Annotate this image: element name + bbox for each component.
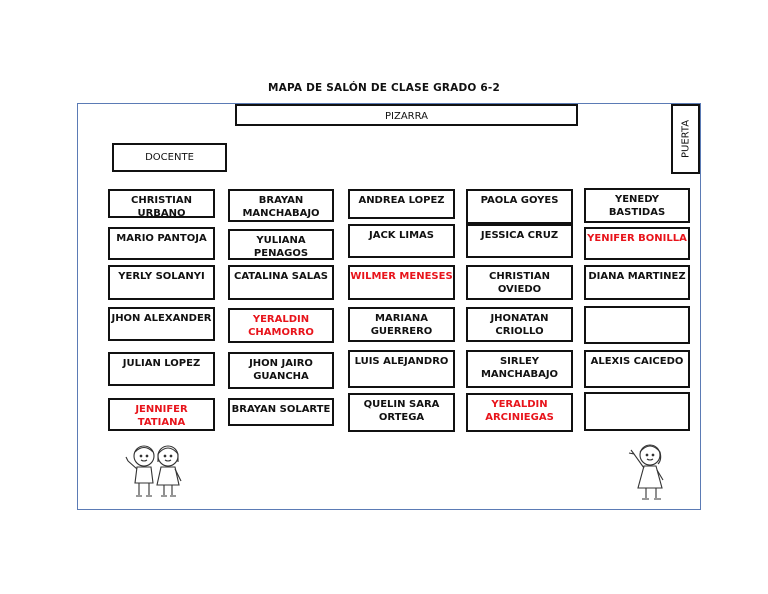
seat-name: YERALDIN CHAMORRO (228, 308, 334, 343)
seat-name: CHRISTIAN OVIEDO (466, 265, 573, 300)
seat-name: CHRISTIAN URBANO (108, 189, 215, 218)
seat-name: PAOLA GOYES (466, 189, 573, 224)
seat-name: BRAYAN MANCHABAJO (228, 189, 334, 222)
pizarra-box: PIZARRA (235, 104, 578, 126)
puerta-label: PUERTA (680, 119, 691, 159)
seat-name: JENNIFER TATIANA (108, 398, 215, 431)
seat-name: SIRLEY MANCHABAJO (466, 350, 573, 388)
seat-name: ANDREA LOPEZ (348, 189, 455, 219)
seat-name: YULIANA PENAGOS (228, 229, 334, 260)
seat-name: MARIANA GUERRERO (348, 307, 455, 342)
seat-name (584, 392, 690, 431)
seat-name: JULIAN LOPEZ (108, 352, 215, 386)
puerta-door: PUERTA (671, 104, 700, 174)
seat-name: CATALINA SALAS (228, 265, 334, 300)
seat-name: JHONATAN CRIOLLO (466, 307, 573, 342)
seat-name: JHON JAIRO GUANCHA (228, 352, 334, 389)
seat-name: YENIFER BONILLA (584, 227, 690, 260)
seat-name: YENEDY BASTIDAS (584, 188, 690, 223)
two-children-icon (125, 445, 182, 497)
seat-name: JACK LIMAS (348, 224, 455, 258)
seat-name: BRAYAN SOLARTE (228, 398, 334, 426)
seat-name: JHON ALEXANDER (108, 307, 215, 341)
classroom-frame (77, 103, 701, 510)
seat-name: WILMER MENESES (348, 265, 455, 300)
docente-desk: DOCENTE (112, 143, 227, 172)
seat-name: JESSICA CRUZ (466, 224, 573, 258)
seat-name: YERALDIN ARCINIEGAS (466, 393, 573, 432)
seat-name: ALEXIS CAICEDO (584, 350, 690, 388)
seat-name: YERLY SOLANYI (108, 265, 215, 300)
seat-name: MARIO PANTOJA (108, 227, 215, 260)
seat-name: QUELIN SARA ORTEGA (348, 393, 455, 432)
seat-name: LUIS ALEJANDRO (348, 350, 455, 388)
girl-waving-icon (628, 444, 664, 500)
seat-name (584, 306, 690, 344)
seat-name: DIANA MARTINEZ (584, 265, 690, 300)
page-title: MAPA DE SALÓN DE CLASE GRADO 6-2 (268, 82, 500, 94)
